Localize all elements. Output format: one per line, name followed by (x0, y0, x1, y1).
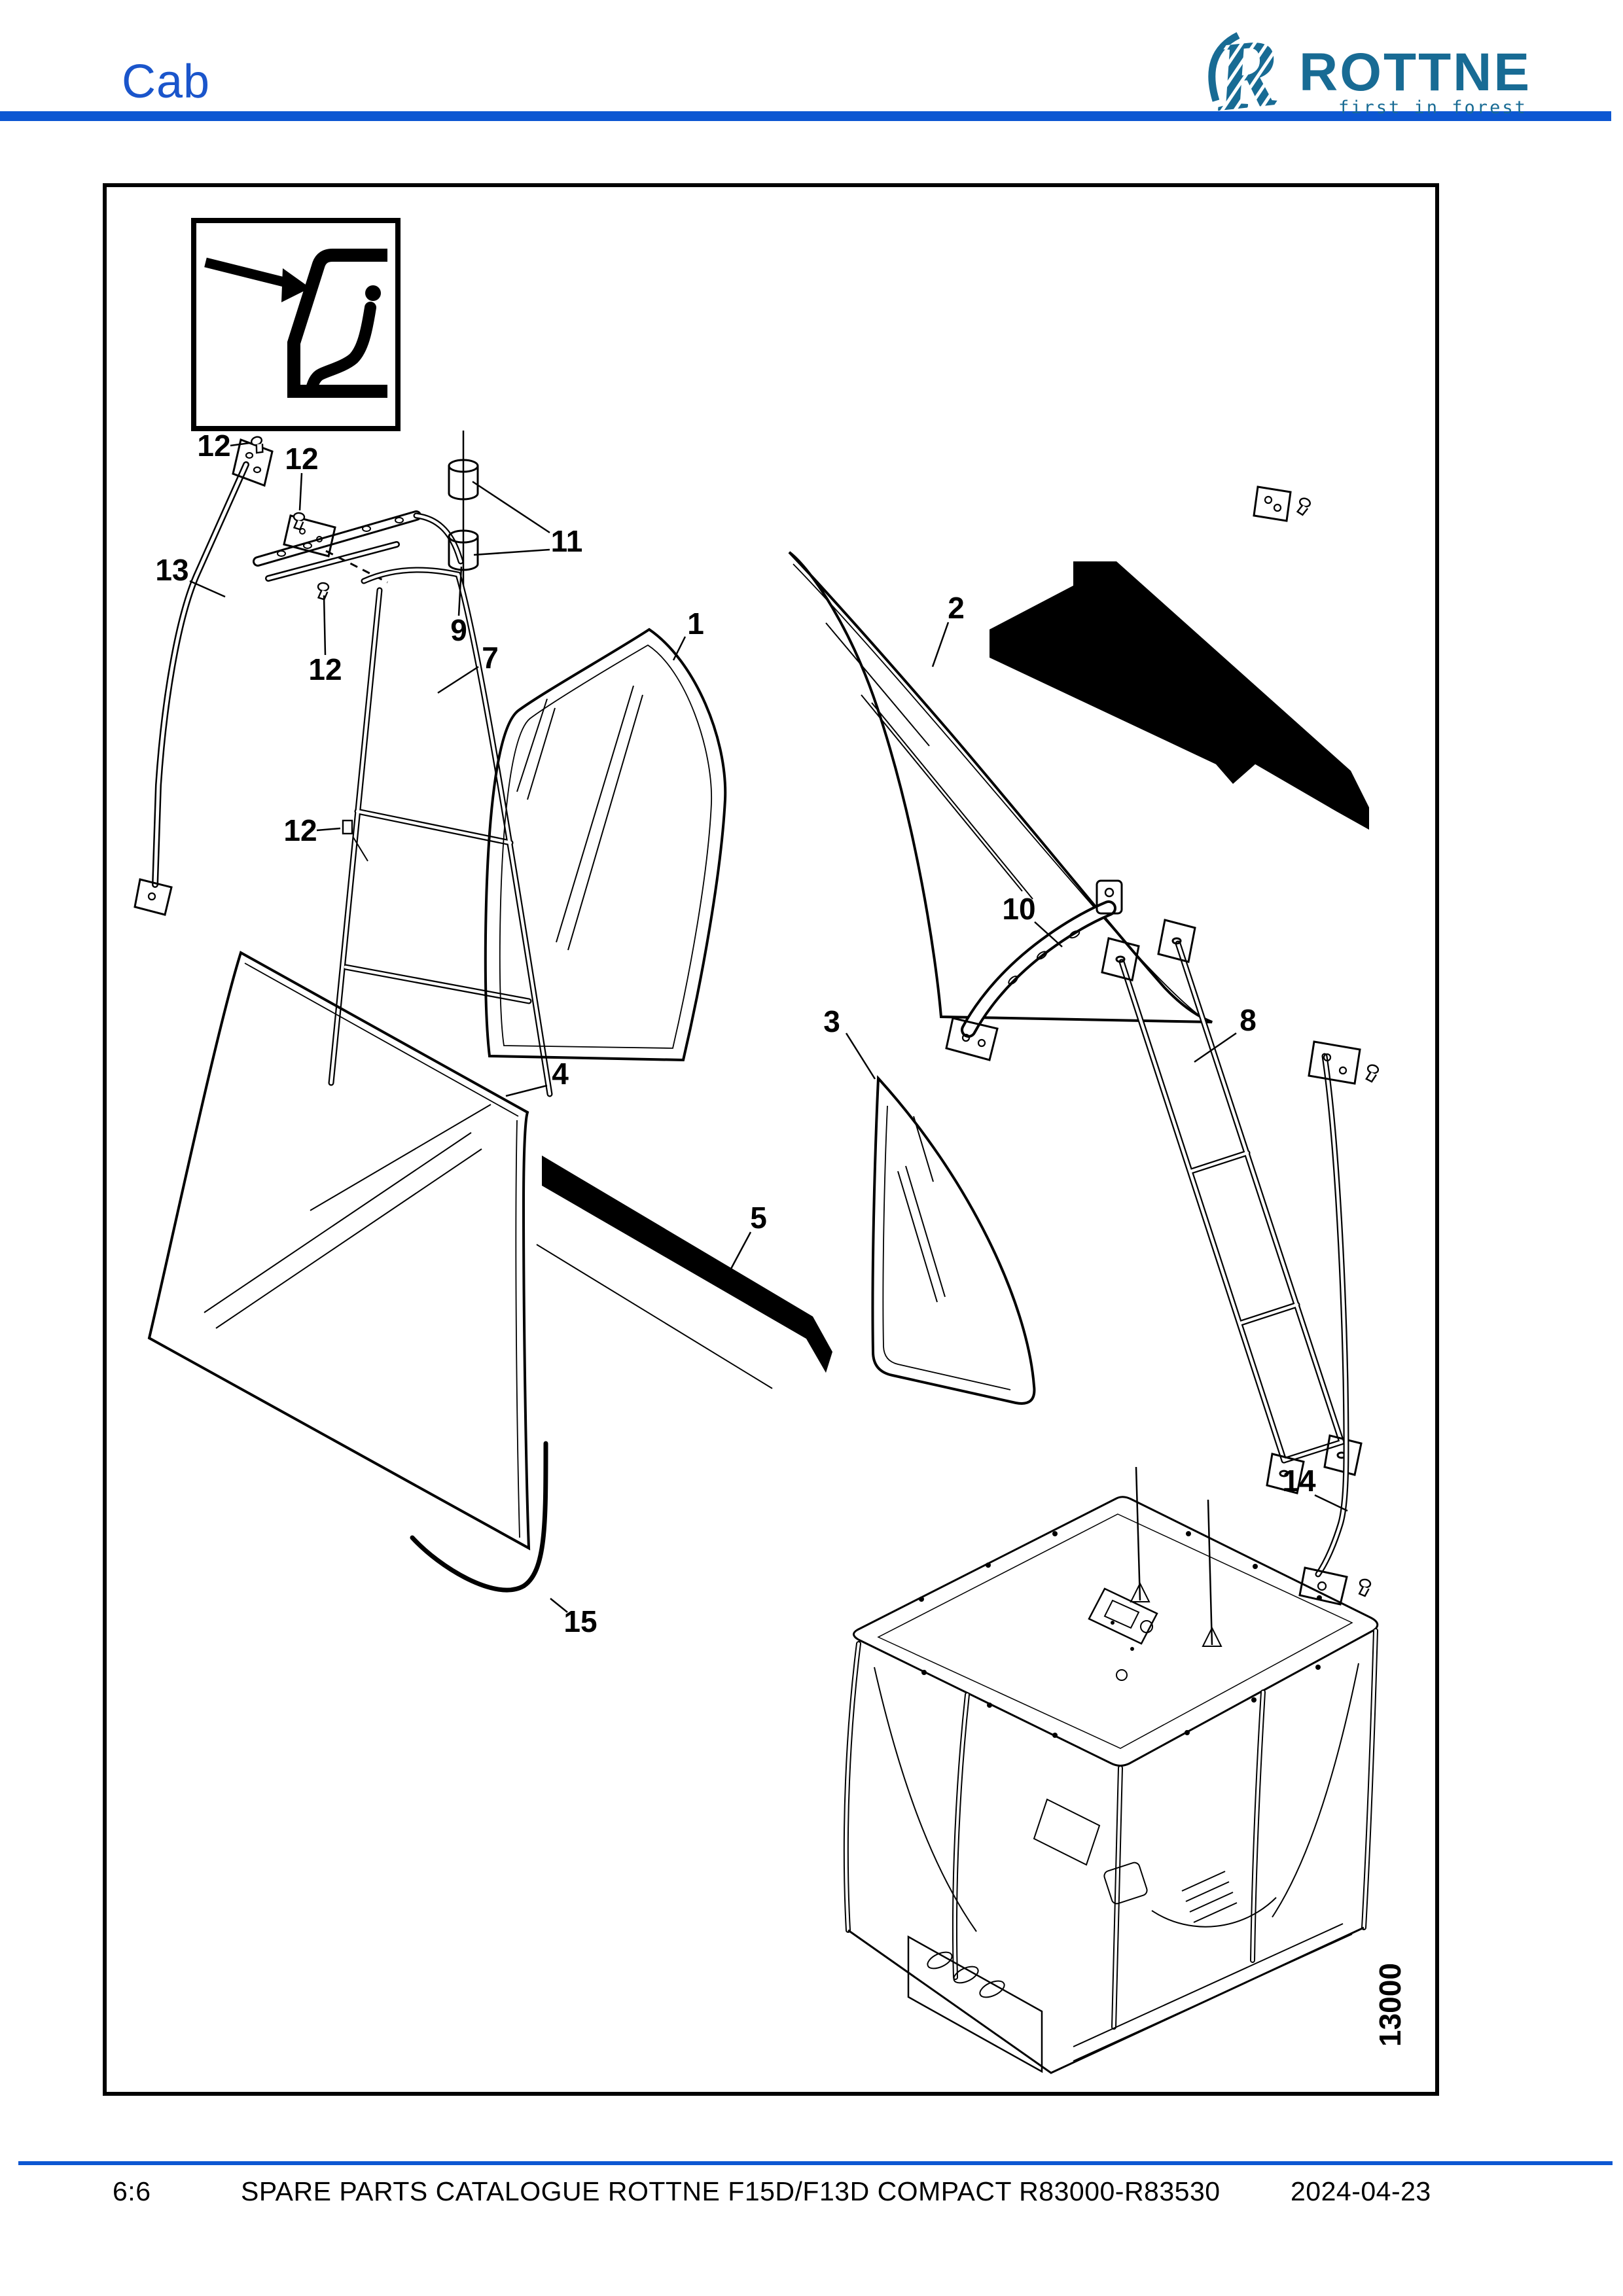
callout-5: 5 (750, 1201, 767, 1235)
logo-brand-text: ROTTNE (1299, 43, 1531, 102)
footer-catalogue-title: SPARE PARTS CATALOGUE ROTTNE F15D/F13D C… (241, 2176, 1221, 2206)
part-10-bracket (945, 879, 1123, 1061)
cab-pictogram-icon (191, 218, 401, 431)
callout-7: 7 (482, 641, 499, 675)
cab-assembly-illustration (843, 1466, 1379, 2074)
part-13-left-strut (134, 438, 274, 916)
logo-tagline: first in forest (1338, 97, 1527, 118)
callout-12: 12 (197, 429, 230, 463)
part-2-roof-glass (788, 551, 1213, 1023)
drawing-number: 13000 (1373, 1963, 1407, 2047)
callout-9: 9 (450, 613, 467, 647)
part-7-door-frame (328, 567, 553, 1097)
part-11-rubber-dampers (448, 431, 479, 593)
callout-13: 13 (155, 553, 188, 587)
part-8-rear-frame (1101, 919, 1363, 1494)
callout-8: 8 (1240, 1003, 1257, 1037)
logo-monogram-icon: R (1208, 24, 1285, 122)
part-14-support-rod (1298, 1040, 1380, 1606)
callout-10: 10 (1002, 892, 1035, 926)
callout-6: 6 (1178, 642, 1195, 676)
callout-1: 1 (687, 607, 704, 641)
part-6-roof-seal (990, 561, 1369, 830)
part-15-lower-moulding (410, 1441, 548, 1593)
part-9-upper-support (253, 510, 464, 584)
part-4-windscreen (147, 951, 531, 1551)
logo-swoosh-icon (1208, 32, 1240, 102)
callout-3: 3 (823, 1004, 840, 1038)
callout-12: 12 (283, 813, 317, 847)
callout-2: 2 (948, 591, 965, 625)
footer-page-ref: 6:6 (113, 2176, 151, 2206)
callout-15: 15 (563, 1604, 597, 1638)
rottne-logo: R ROTTNE first in forest (1208, 24, 1531, 122)
callout-11: 11 (551, 524, 583, 558)
clamp-plate (1253, 486, 1312, 522)
page-title: Cab (122, 56, 211, 108)
callout-14: 14 (1282, 1464, 1316, 1498)
diagram-border (103, 183, 1439, 2096)
callout-12: 12 (308, 652, 342, 686)
callout-4: 4 (552, 1057, 569, 1091)
footer-date: 2024-04-23 (1291, 2176, 1431, 2206)
header-rule (0, 111, 1611, 121)
part-1-door-glass (484, 627, 727, 1062)
part-3-rear-glass (871, 1075, 1036, 1405)
footer-rule (18, 2161, 1613, 2165)
callout-12: 12 (285, 442, 318, 476)
leader-lines (189, 442, 1348, 1613)
part-5-windscreen-seal (536, 1156, 832, 1389)
